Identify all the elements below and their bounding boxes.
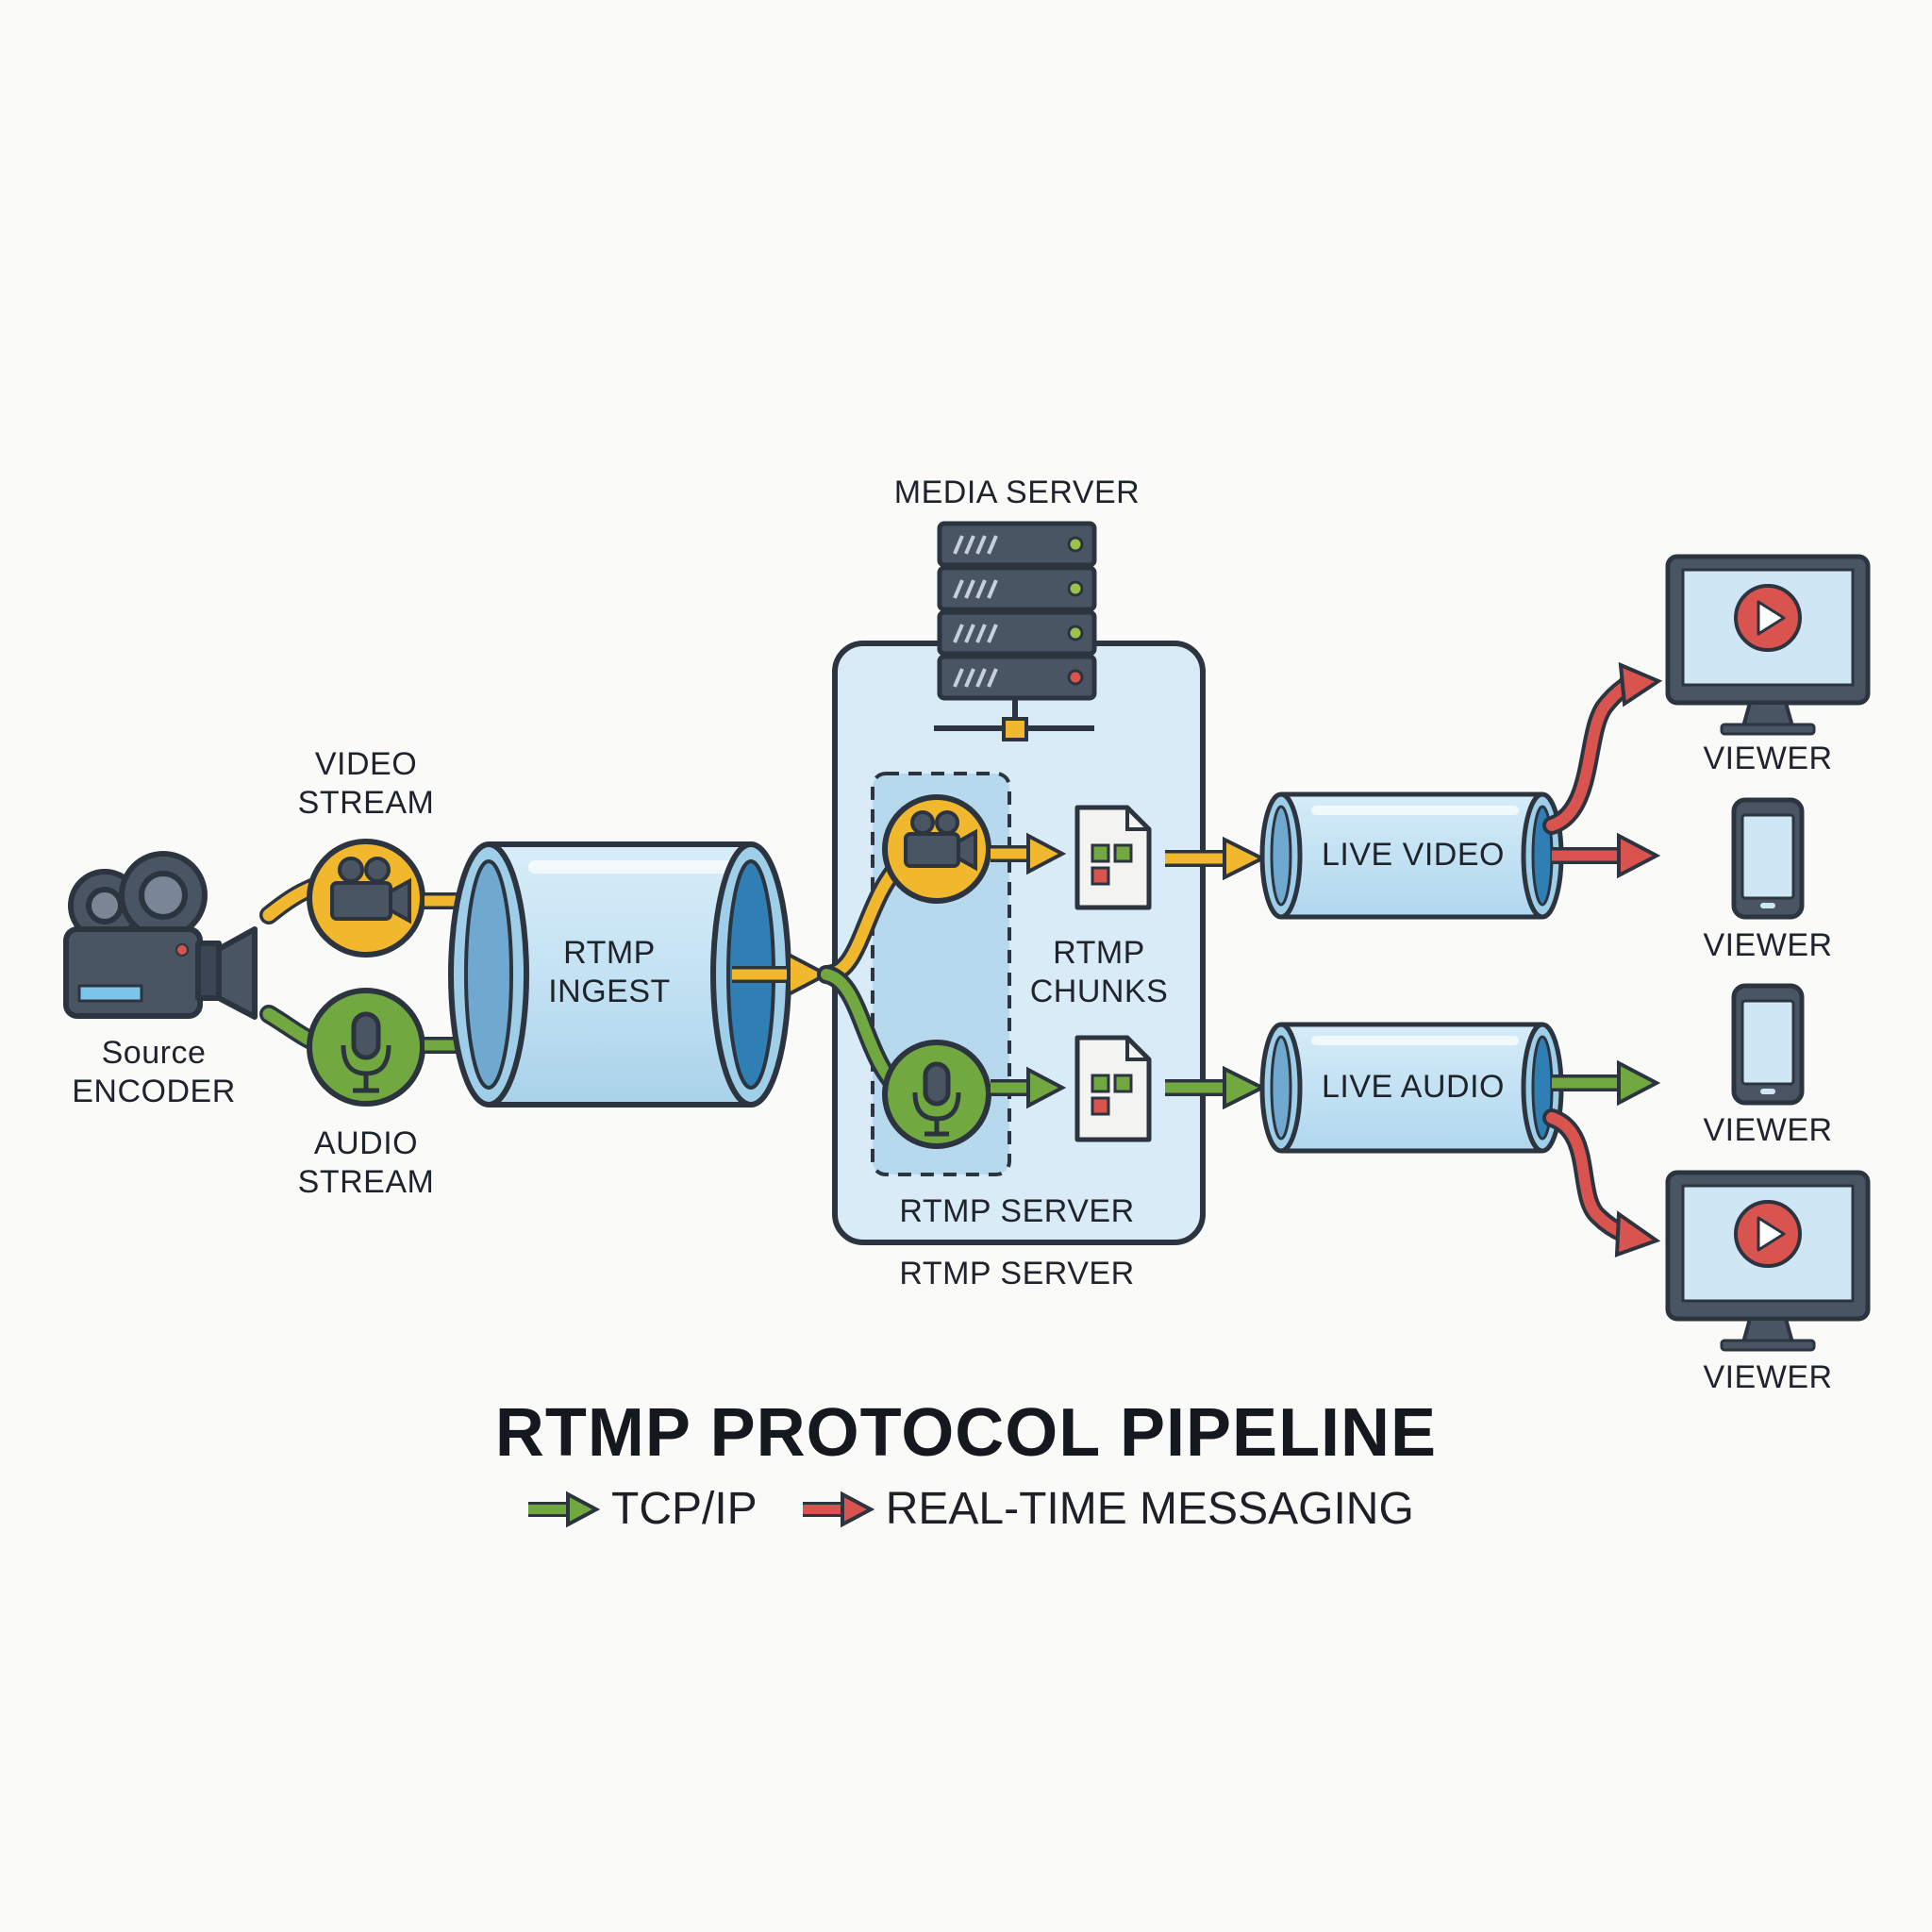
rtmp-ingest-label-line1: RTMP bbox=[563, 935, 656, 971]
audio-stream-label-line1: AUDIO bbox=[313, 1125, 419, 1161]
rtmp-chunks-label-line2: CHUNKS bbox=[1029, 973, 1169, 1009]
video-stream-label-line2: STREAM bbox=[297, 784, 435, 821]
rtmp-ingest-label-line2: INGEST bbox=[548, 973, 671, 1009]
audio-to-chunk-arrow bbox=[991, 1066, 1067, 1109]
video-stream-label-line1: VIDEO bbox=[314, 746, 418, 782]
green-arrow-icon bbox=[528, 1491, 600, 1527]
legend-item-realtime: REAL-TIME MESSAGING bbox=[799, 1483, 1414, 1535]
video-stream-label: VIDEO STREAM bbox=[298, 745, 435, 823]
phone-icon bbox=[1731, 983, 1805, 1106]
viewer-label: VIEWER bbox=[1703, 1112, 1833, 1148]
server-video-stream-icon bbox=[882, 794, 991, 904]
page-title: RTMP PROTOCOL PIPELINE bbox=[494, 1395, 1438, 1471]
rtmp-ingest-label: RTMP INGEST bbox=[548, 934, 671, 1011]
legend-item-tcp: TCP/IP bbox=[525, 1483, 758, 1535]
live-video-to-monitor-arrow bbox=[1542, 661, 1663, 835]
live-video-to-phone-arrow bbox=[1552, 832, 1661, 879]
rtmp-chunks-label: RTMP CHUNKS bbox=[1030, 934, 1169, 1011]
viewer-label: VIEWER bbox=[1703, 927, 1833, 963]
legend-realtime-label: REAL-TIME MESSAGING bbox=[885, 1484, 1414, 1534]
viewer-label: VIEWER bbox=[1703, 741, 1833, 776]
video-stream-icon bbox=[307, 839, 425, 958]
audio-stream-label-line2: STREAM bbox=[297, 1163, 435, 1200]
rtmp-server-outer-label: RTMP SERVER bbox=[899, 1256, 1135, 1291]
phone-icon bbox=[1731, 797, 1805, 920]
video-to-chunk-arrow bbox=[991, 832, 1067, 875]
source-encoder-label: Source ENCODER bbox=[72, 1034, 236, 1111]
video-chunk-document-icon bbox=[1074, 805, 1152, 910]
viewer-label: VIEWER bbox=[1703, 1359, 1833, 1395]
media-server-icon bbox=[934, 521, 1097, 741]
legend: TCP/IP REAL-TIME MESSAGING bbox=[525, 1483, 1414, 1535]
audio-stream-icon bbox=[307, 988, 425, 1107]
audio-chunk-document-icon bbox=[1074, 1035, 1152, 1142]
monitor-icon bbox=[1665, 1170, 1871, 1352]
audio-stream-label: AUDIO STREAM bbox=[298, 1124, 435, 1202]
media-server-label: MEDIA SERVER bbox=[893, 475, 1141, 510]
legend-tcp-label: TCP/IP bbox=[611, 1484, 758, 1534]
live-audio-to-monitor-arrow bbox=[1542, 1108, 1661, 1257]
live-audio-to-phone-arrow bbox=[1552, 1059, 1661, 1107]
rtmp-server-inner-label: RTMP SERVER bbox=[899, 1193, 1135, 1229]
chunk-to-live-video-arrow bbox=[1165, 836, 1267, 881]
source-label-line2: ENCODER bbox=[72, 1073, 236, 1109]
rtmp-chunks-label-line1: RTMP bbox=[1053, 935, 1145, 971]
live-audio-label: LIVE AUDIO bbox=[1322, 1069, 1505, 1105]
red-arrow-icon bbox=[802, 1491, 874, 1527]
live-video-label: LIVE VIDEO bbox=[1322, 837, 1505, 873]
monitor-icon bbox=[1665, 554, 1871, 736]
chunk-to-live-audio-arrow bbox=[1165, 1065, 1267, 1110]
source-label-line1: Source bbox=[101, 1035, 207, 1071]
video-camera-icon bbox=[63, 851, 258, 1020]
server-audio-stream-icon bbox=[882, 1040, 991, 1149]
ingest-to-server-arrow bbox=[732, 951, 831, 998]
